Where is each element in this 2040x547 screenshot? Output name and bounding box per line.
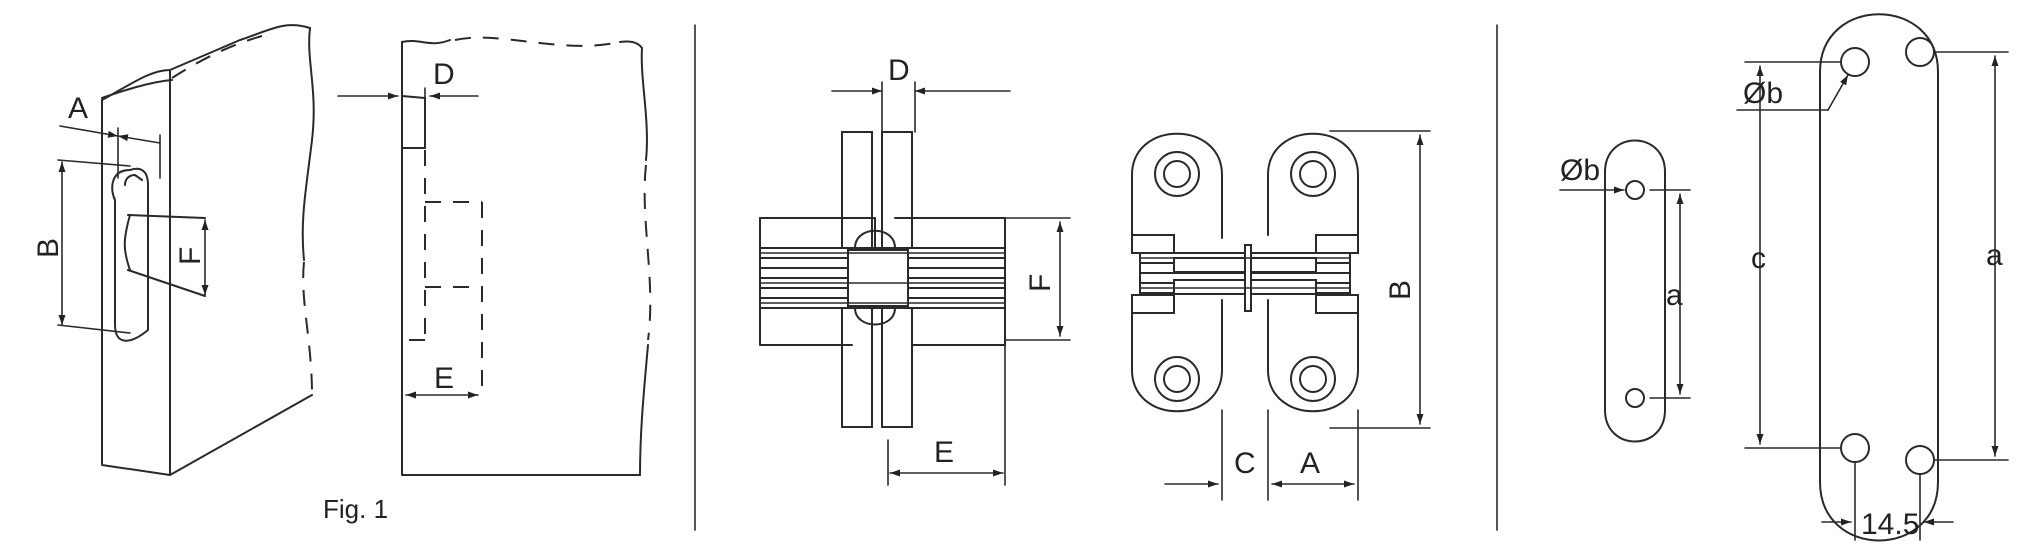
large-plate-label-c: c	[1751, 242, 1766, 275]
hinge-top-view: D F E	[759, 54, 1071, 486]
hinge-label-f: F	[1024, 274, 1057, 292]
small-plate-label-a: a	[1666, 279, 1683, 312]
small-cover-plate: Øb a	[1559, 139, 1691, 443]
hinge-label-d: D	[888, 54, 910, 87]
hinge-front-view: B C A	[1131, 130, 1431, 501]
large-cover-plate: c Øb a 14.5	[1736, 13, 2009, 542]
fig1-label-d: D	[433, 58, 455, 91]
hinge-label-e: E	[934, 436, 954, 469]
door-section-view: D E	[337, 36, 652, 476]
large-plate-label-b: Øb	[1743, 77, 1783, 110]
small-plate-label-b: Øb	[1560, 154, 1600, 187]
hinge-label-a: A	[1300, 447, 1320, 480]
hinge-label-b: B	[1384, 280, 1417, 300]
fig1-label-a: A	[68, 92, 88, 125]
large-plate-label-a: a	[1986, 239, 2003, 272]
hinge-label-c: C	[1234, 447, 1256, 480]
fig1-caption: Fig. 1	[323, 494, 388, 524]
large-plate-label-width: 14.5	[1861, 508, 1919, 541]
door-perspective-view: A B F	[32, 24, 315, 476]
fig1-label-b: B	[32, 238, 65, 258]
fig1-label-f: F	[174, 247, 207, 265]
fig1-label-e: E	[434, 362, 454, 395]
